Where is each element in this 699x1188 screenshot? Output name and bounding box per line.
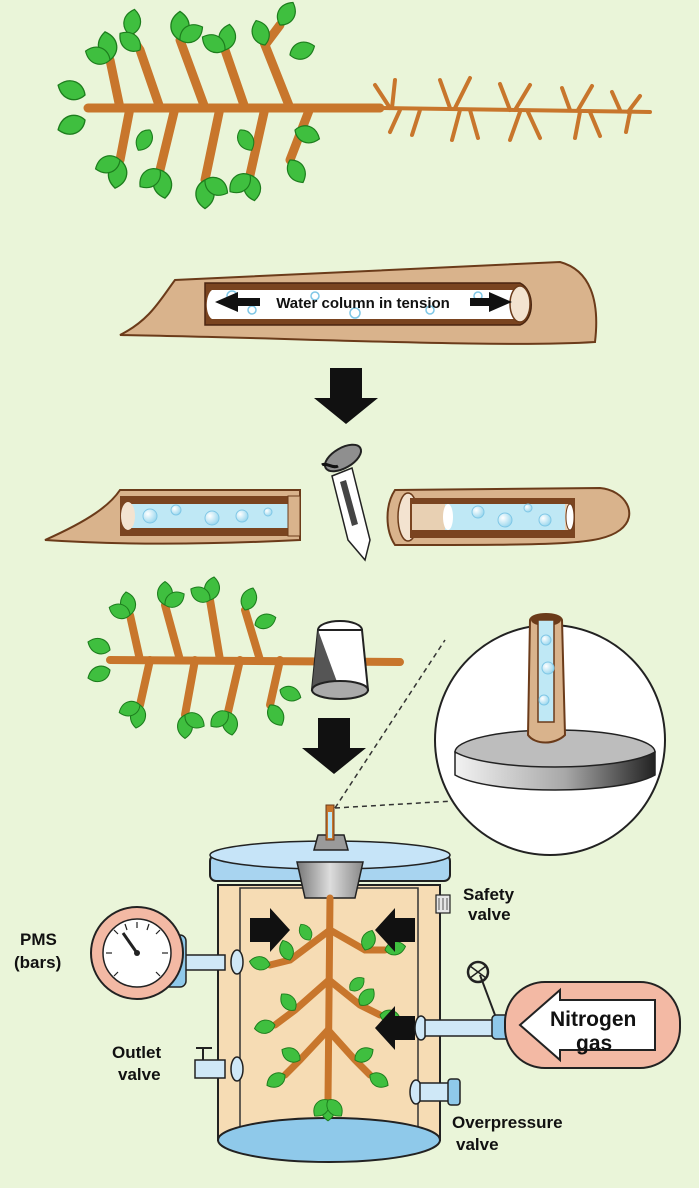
pressure-arrow-left [250, 908, 290, 952]
overpressure-label-1: Overpressure [452, 1113, 563, 1132]
pms-label-2: (bars) [14, 953, 61, 972]
pms-label-1: PMS [20, 930, 57, 949]
water-column-label: Water column in tension [276, 295, 450, 312]
safety-valve-icon [435, 894, 451, 914]
safety-valve-label-1: Safety [463, 885, 515, 904]
pressure-chamber: Safety valve PMS (bars) Outlet valve [14, 804, 681, 1163]
overpressure-label-2: valve [456, 1135, 499, 1154]
branch-with-stopper [84, 575, 404, 739]
pressure-gauge-icon [90, 906, 244, 1000]
overpressure-valve-icon [409, 1078, 461, 1106]
down-arrow-1 [314, 368, 378, 424]
pressure-arrow-right-top [375, 908, 415, 952]
outlet-valve-label-2: valve [118, 1065, 161, 1084]
down-arrow-2 [302, 718, 366, 774]
top-branch [54, 0, 652, 210]
outlet-valve-label-1: Outlet [112, 1043, 161, 1062]
nitrogen-tank [504, 981, 681, 1069]
outlet-valve-icon [194, 1047, 244, 1082]
chamber-branch [247, 894, 408, 1122]
safety-valve-label-2: valve [468, 905, 511, 924]
nitrogen-label-2: gas [576, 1032, 612, 1055]
stem-water-column: Water column in tension [119, 260, 598, 345]
nitrogen-label-1: Nitrogen [550, 1008, 636, 1031]
pressure-arrow-right-bottom [375, 1006, 415, 1050]
rubber-stopper-icon [310, 620, 370, 700]
zoom-inset [334, 613, 666, 856]
knife-icon [321, 443, 371, 562]
cut-stem-right [386, 486, 631, 547]
tension-arrow-right [470, 292, 512, 312]
tension-arrow-left [215, 292, 260, 312]
cut-stem-left [44, 489, 301, 545]
